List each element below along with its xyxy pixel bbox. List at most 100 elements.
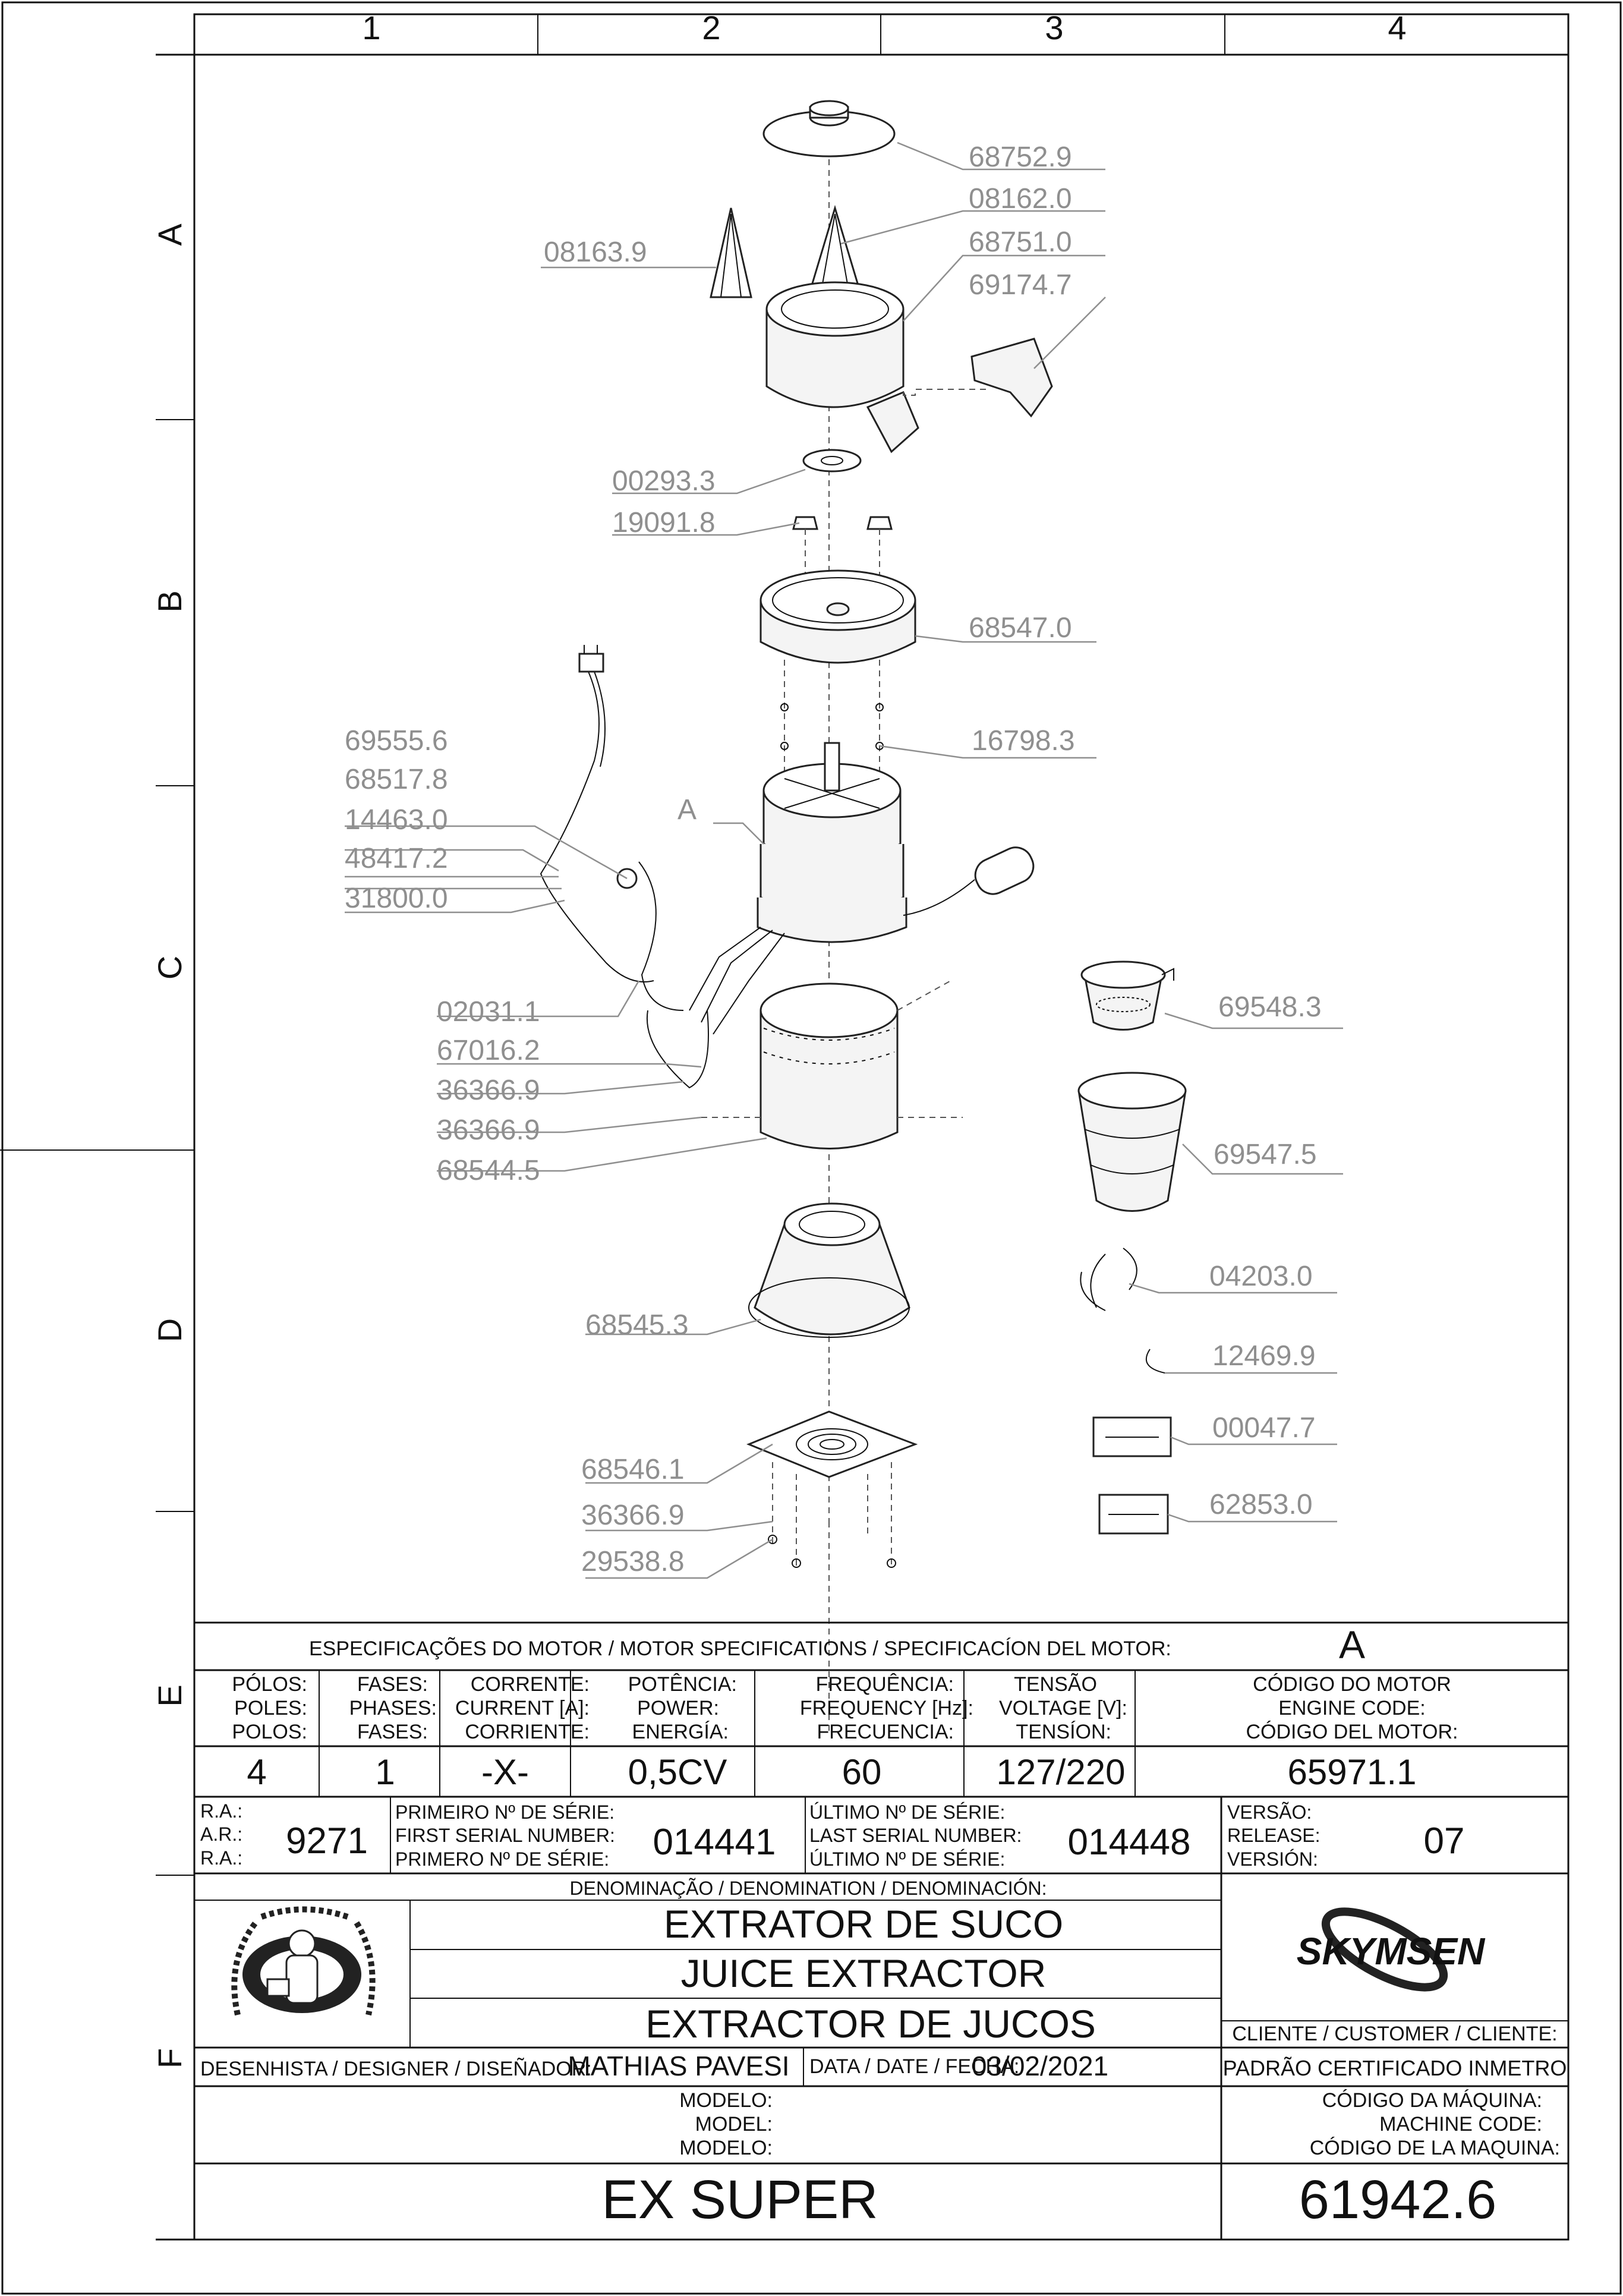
svg-text:PRIMERO Nº DE SÉRIE:: PRIMERO Nº DE SÉRIE:	[395, 1848, 609, 1870]
svg-text:POTÊNCIA:: POTÊNCIA:	[628, 1673, 737, 1696]
svg-text:R.A.:: R.A.:	[200, 1800, 242, 1822]
callout-leaders	[345, 141, 1343, 1579]
ra-value: 9271	[286, 1821, 368, 1862]
callout-69555-6: 69555.6	[345, 725, 448, 757]
callout-00293-3: 00293.3	[612, 465, 716, 497]
client-label: CLIENTE / CUSTOMER / CLIENTE:	[1232, 2023, 1557, 2045]
svg-text:TENSÍON:: TENSÍON:	[1016, 1721, 1111, 1743]
svg-text:ÚLTIMO Nº DE SÉRIE:: ÚLTIMO Nº DE SÉRIE:	[809, 1848, 1005, 1870]
motor-part	[757, 742, 907, 943]
svg-text:PRIMEIRO Nº DE SÉRIE:: PRIMEIRO Nº DE SÉRIE:	[395, 1801, 614, 1823]
callout-12469-9: 12469.9	[1212, 1340, 1316, 1372]
first-serial-field: PRIMEIRO Nº DE SÉRIE: FIRST SERIAL NUMBE…	[395, 1801, 776, 1870]
spout-part	[970, 338, 1053, 418]
motor-housing-part	[701, 980, 963, 1149]
brand-wordmark: SKYMSEN	[1297, 1930, 1486, 1973]
svg-text:CÓDIGO DEL MOTOR:: CÓDIGO DEL MOTOR:	[1246, 1721, 1458, 1743]
release-field: VERSÃO: RELEASE: VERSIÓN: 07	[1227, 1801, 1464, 1870]
model-label-es: MODELO:	[679, 2137, 773, 2159]
reamer-small-part	[710, 207, 752, 298]
svg-text:R.A.:: R.A.:	[200, 1847, 242, 1869]
callout-04203-0: 04203.0	[1209, 1261, 1313, 1292]
callout-02031-1: 02031.1	[437, 996, 540, 1028]
date-label: DATA / DATE / FECHA:	[809, 2055, 1019, 2078]
svg-text:VERSIÓN:: VERSIÓN:	[1227, 1848, 1318, 1870]
machine-code-value: 61942.6	[1299, 2169, 1497, 2230]
callout-62853-0: 62853.0	[1209, 1489, 1313, 1520]
grid-row-e: E	[151, 1684, 188, 1706]
motor-voltage: TENSÃO VOLTAGE [V]: TENSÍON: 127/220	[997, 1673, 1127, 1792]
svg-text:CÓDIGO DO MOTOR: CÓDIGO DO MOTOR	[1253, 1673, 1451, 1696]
capacitor-part	[903, 846, 1035, 916]
grid-row-f: F	[151, 2048, 188, 2068]
motor-frequency: FREQUÊNCIA: FREQUENCY [Hz]: FRECUENCIA: …	[800, 1673, 973, 1792]
callout-16798-3: 16798.3	[972, 725, 1075, 757]
machine-code-label-en: MACHINE CODE:	[1379, 2113, 1542, 2136]
svg-text:FREQUÊNCIA:: FREQUÊNCIA:	[816, 1673, 954, 1696]
bowl-base-part	[759, 569, 916, 664]
svg-text:POLES:: POLES:	[234, 1697, 307, 1719]
motor-poles: PÓLOS: POLES: POLOS: 4	[232, 1673, 307, 1792]
callout-68751-0: 68751.0	[969, 226, 1072, 258]
callout-14463-0: 14463.0	[345, 804, 448, 836]
svg-text:ENGINE CODE:: ENGINE CODE:	[1278, 1697, 1425, 1719]
grid-row-d: D	[151, 1318, 188, 1342]
motor-version-letter: A	[1339, 1623, 1365, 1667]
svg-text:POLOS:: POLOS:	[232, 1721, 307, 1743]
product-name-es: EXTRACTOR DE JUCOS	[645, 2002, 1096, 2046]
svg-text:FRECUENCIA:: FRECUENCIA:	[817, 1721, 954, 1743]
svg-text:CORRENTE:: CORRENTE:	[471, 1673, 590, 1696]
grid-row-c: C	[151, 956, 188, 979]
first-serial-value: 014441	[653, 1822, 776, 1863]
callout-31800-0: 31800.0	[345, 883, 448, 914]
svg-text:TENSÃO: TENSÃO	[1014, 1673, 1097, 1696]
callout-68545-3: 68545.3	[585, 1309, 689, 1341]
title-block: ESPECIFICAÇÕES DO MOTOR / MOTOR SPECIFIC…	[194, 1621, 1568, 2240]
base-part	[748, 1202, 910, 1338]
designer-label: DESENHISTA / DESIGNER / DISEÑADOR:	[200, 2058, 592, 2080]
motor-current-value: -X-	[481, 1752, 529, 1792]
callout-67016-2: 67016.2	[437, 1035, 540, 1066]
product-name-en: JUICE EXTRACTOR	[681, 1951, 1047, 1995]
power-cable-part	[540, 645, 709, 1089]
motor-frequency-value: 60	[842, 1752, 882, 1792]
model-label-en: MODEL:	[695, 2113, 773, 2136]
product-name-pt: EXTRATOR DE SUCO	[664, 1902, 1063, 1946]
callout-36366-9-c: 36366.9	[581, 1500, 685, 1531]
grid-column-2: 2	[702, 9, 720, 46]
detail-label: A	[677, 794, 697, 826]
spring-clips-part	[1080, 1248, 1137, 1311]
release-value: 07	[1424, 1821, 1465, 1862]
svg-text:VOLTAGE [V]:: VOLTAGE [V]:	[999, 1697, 1127, 1719]
svg-text:ENERGÍA:: ENERGÍA:	[632, 1721, 729, 1743]
callout-00047-7: 00047.7	[1212, 1412, 1316, 1444]
motor-phases-value: 1	[375, 1752, 395, 1792]
svg-text:FASES:: FASES:	[357, 1673, 428, 1696]
svg-text:LAST SERIAL NUMBER:: LAST SERIAL NUMBER:	[809, 1825, 1022, 1846]
svg-text:FREQUENCY [Hz]:: FREQUENCY [Hz]:	[800, 1697, 973, 1719]
motor-current: CORRENTE: CURRENT [A]: CORRIENTE: -X-	[455, 1673, 590, 1792]
callout-68544-5: 68544.5	[437, 1155, 540, 1186]
exploded-view: A	[345, 100, 1343, 1736]
callout-69547-5: 69547.5	[1214, 1139, 1317, 1170]
svg-text:FIRST SERIAL NUMBER:: FIRST SERIAL NUMBER:	[395, 1825, 615, 1846]
motor-poles-value: 4	[247, 1752, 266, 1792]
callout-68546-1: 68546.1	[581, 1454, 685, 1485]
grid-column-4: 4	[1388, 9, 1406, 46]
svg-text:ÚLTIMO Nº DE SÉRIE:: ÚLTIMO Nº DE SÉRIE:	[809, 1801, 1005, 1823]
authorized-service-badge-logo	[231, 1906, 376, 2016]
motor-phases: FASES: PHASES: FASES: 1	[349, 1673, 437, 1792]
callout-68517-8: 68517.8	[345, 764, 448, 795]
motor-spec-header: ESPECIFICAÇÕES DO MOTOR / MOTOR SPECIFIC…	[309, 1637, 1171, 1660]
callout-08163-9: 08163.9	[544, 237, 647, 268]
callout-69174-7: 69174.7	[969, 269, 1072, 301]
callout-08162-0: 08162.0	[969, 183, 1072, 215]
filter-basket-part	[1080, 960, 1174, 1031]
washer-part	[802, 449, 862, 473]
model-label-pt: MODELO:	[679, 2089, 773, 2112]
svg-text:FASES:: FASES:	[357, 1721, 428, 1743]
sieve-cup-part	[1077, 1072, 1187, 1212]
callout-36366-9-a: 36366.9	[437, 1075, 540, 1106]
